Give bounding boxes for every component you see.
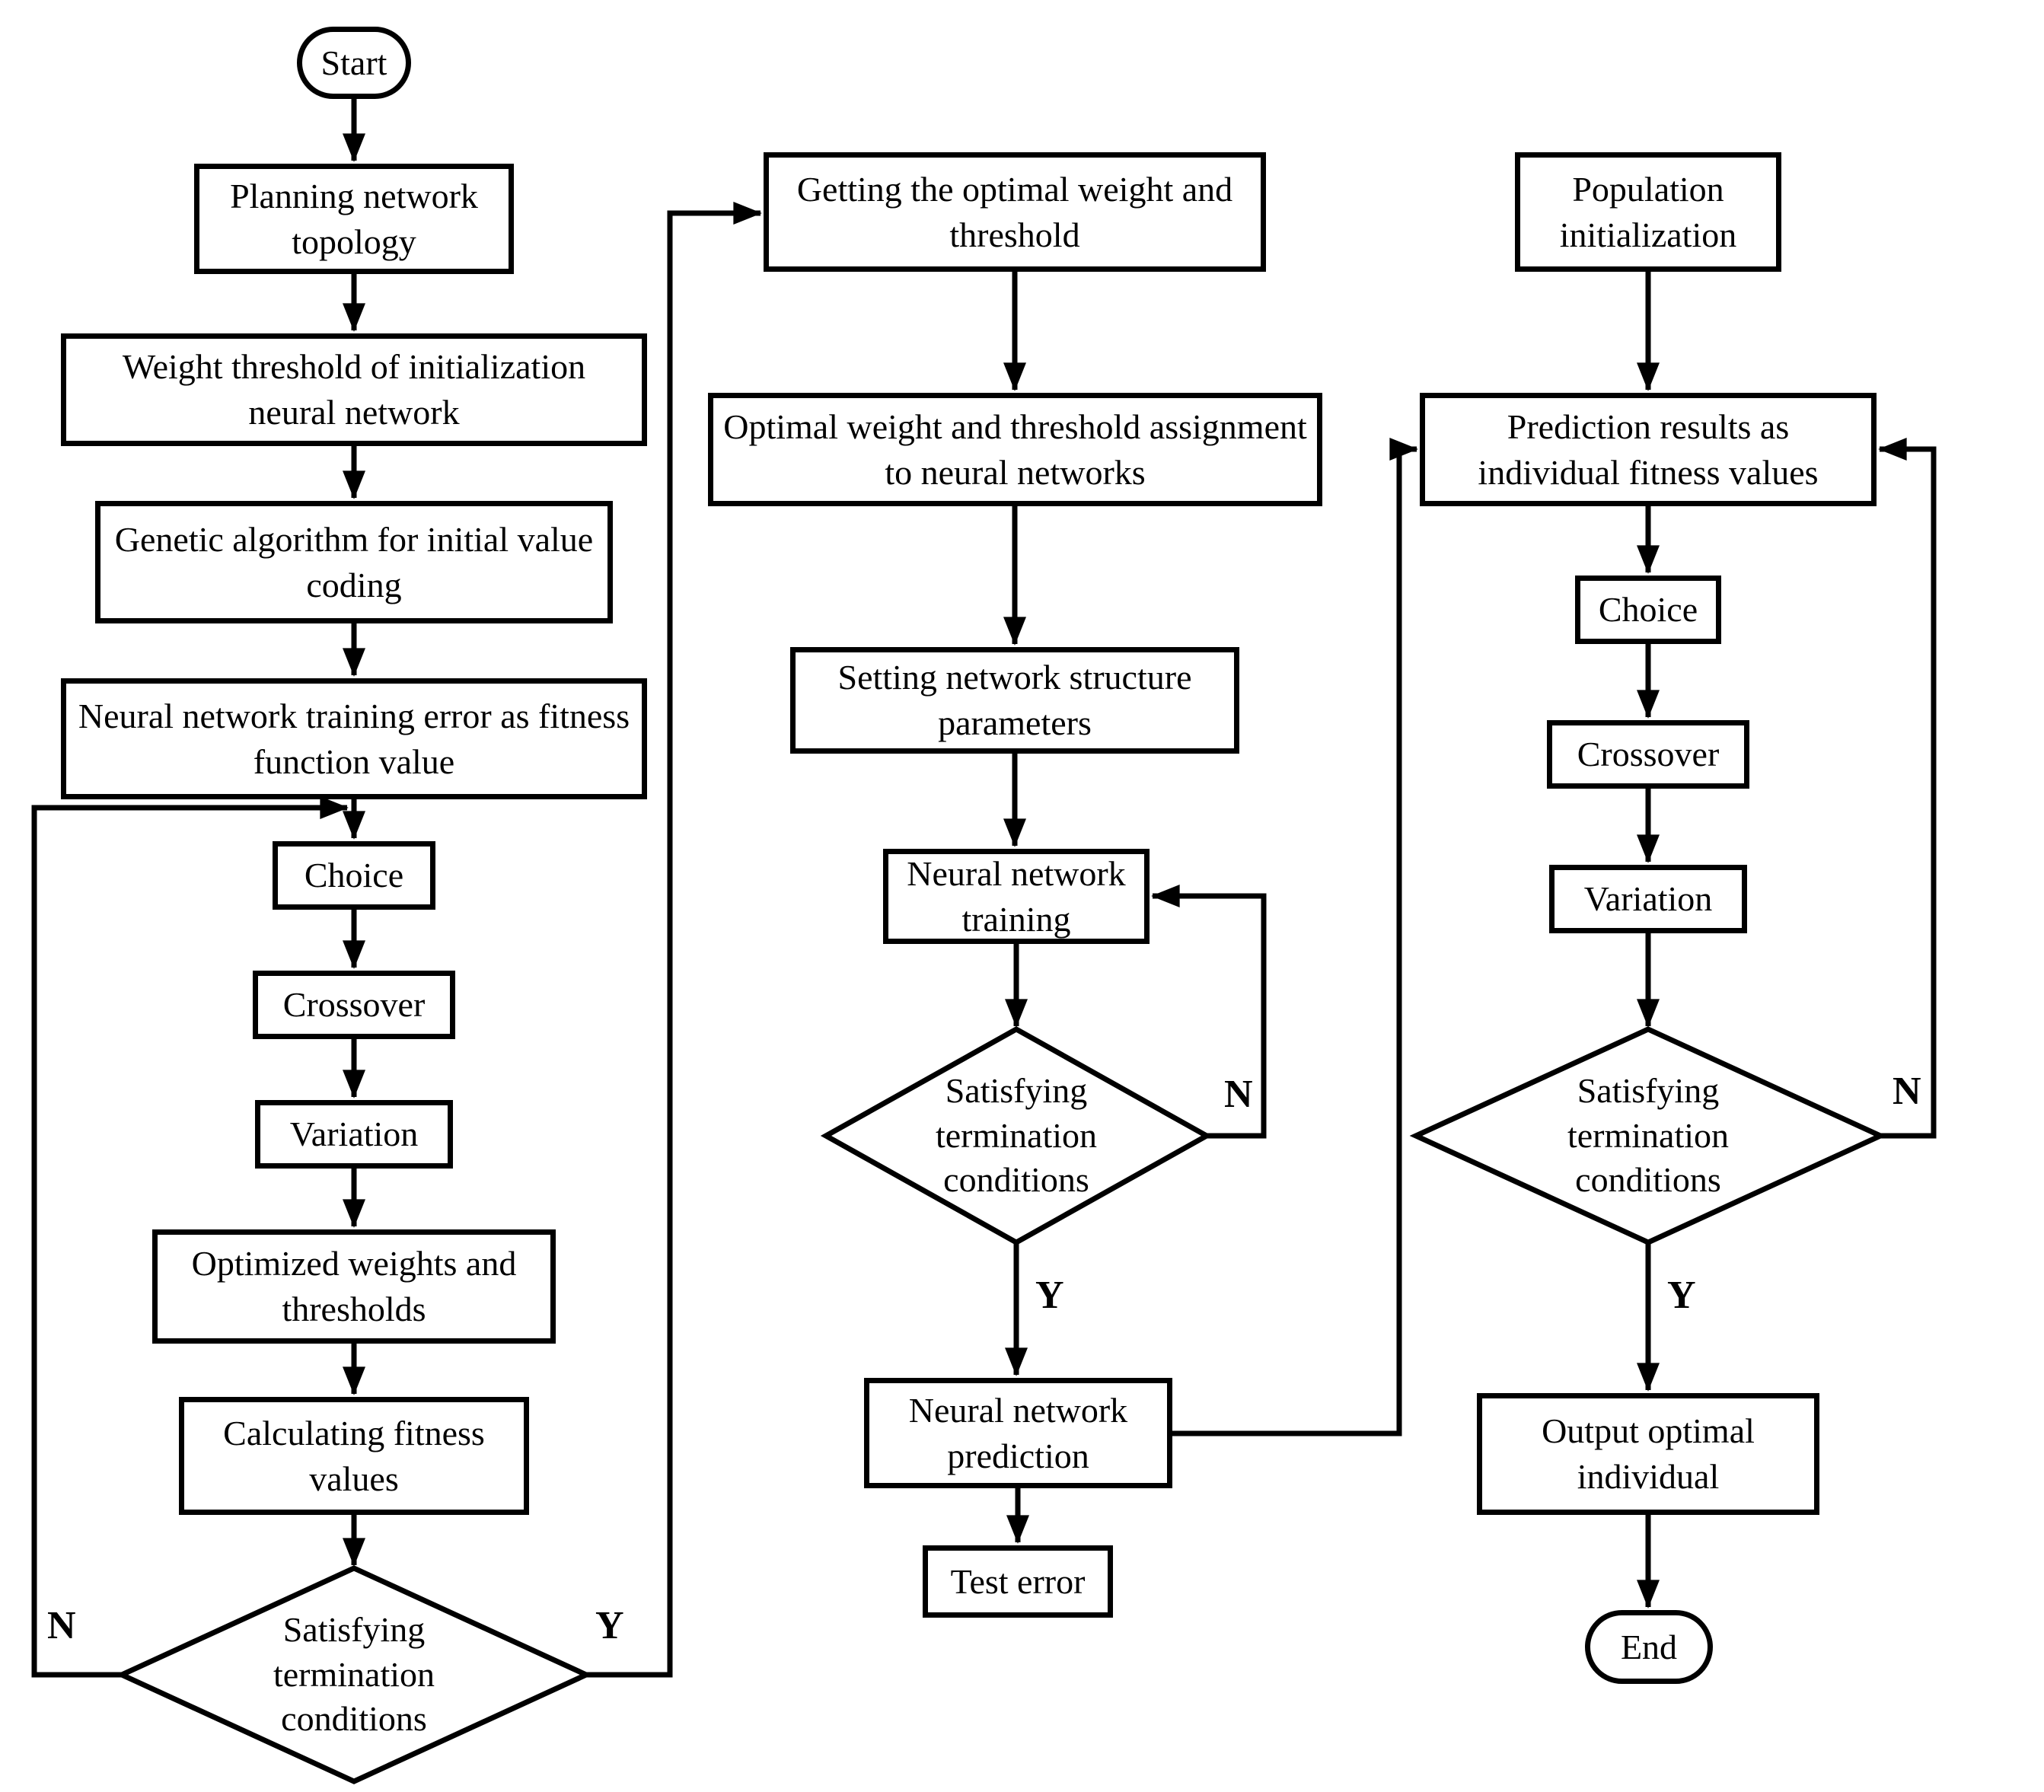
- branch-label-no-middle: N: [1224, 1073, 1253, 1116]
- branch-label-no-right: N: [1893, 1070, 1921, 1113]
- start-terminal: Start: [297, 27, 411, 99]
- connector-prediction-to-fitness: [1172, 438, 1418, 1436]
- process-choice-right: Choice: [1575, 576, 1721, 644]
- process-weight-threshold-init: Weight threshold of initialization neura…: [61, 333, 647, 446]
- decision-label-evolve-termination: Satisfying termination conditions: [1567, 1070, 1730, 1200]
- process-variation-right: Variation: [1549, 865, 1747, 933]
- process-crossover-left: Crossover: [253, 971, 455, 1039]
- process-output-optimal-individual: Output optimal individual: [1477, 1393, 1819, 1515]
- process-neural-network-prediction: Neural network prediction: [864, 1378, 1172, 1488]
- process-crossover-right: Crossover: [1547, 720, 1749, 789]
- process-setting-structure-parameters: Setting network structure parameters: [790, 647, 1239, 754]
- process-weight-assignment: Optimal weight and threshold assignment …: [708, 393, 1322, 506]
- decision-label-ga-termination: Satisfying termination conditions: [273, 1609, 435, 1739]
- process-prediction-results-fitness: Prediction results as individual fitness…: [1420, 393, 1877, 506]
- process-variation-left: Variation: [255, 1100, 453, 1169]
- branch-label-yes-right: Y: [1667, 1274, 1696, 1317]
- process-genetic-algorithm-coding: Genetic algorithm for initial value codi…: [95, 501, 613, 623]
- connector-no-loop-fitness: [1878, 438, 1937, 1139]
- process-training-error-fitness: Neural network training error as fitness…: [61, 678, 647, 799]
- process-getting-optimal-weight: Getting the optimal weight and threshold: [764, 152, 1266, 272]
- process-planning-network-topology: Planning network topology: [194, 164, 514, 274]
- process-test-error: Test error: [923, 1545, 1113, 1618]
- connector-no-loop-training: [1151, 885, 1267, 1139]
- decision-label-training-termination: Satisfying termination conditions: [935, 1070, 1098, 1200]
- branch-label-yes-left: Y: [595, 1604, 624, 1647]
- process-neural-network-training: Neural network training: [883, 849, 1150, 944]
- end-terminal: End: [1585, 1610, 1713, 1684]
- connector-yes-to-getting: [586, 202, 762, 1678]
- decision-diamond-evolve-termination: [1409, 1026, 1887, 1245]
- process-optimized-weights: Optimized weights and thresholds: [152, 1229, 556, 1344]
- branch-label-no-left: N: [47, 1604, 76, 1647]
- connector-no-loop-left: [31, 796, 349, 1678]
- decision-diamond-ga-termination: [115, 1565, 593, 1784]
- decision-diamond-training-termination: [820, 1025, 1213, 1246]
- process-population-initialization: Population initialization: [1515, 152, 1781, 272]
- process-choice-left: Choice: [273, 841, 435, 910]
- process-calculating-fitness: Calculating fitness values: [179, 1397, 529, 1515]
- branch-label-yes-middle: Y: [1035, 1274, 1064, 1317]
